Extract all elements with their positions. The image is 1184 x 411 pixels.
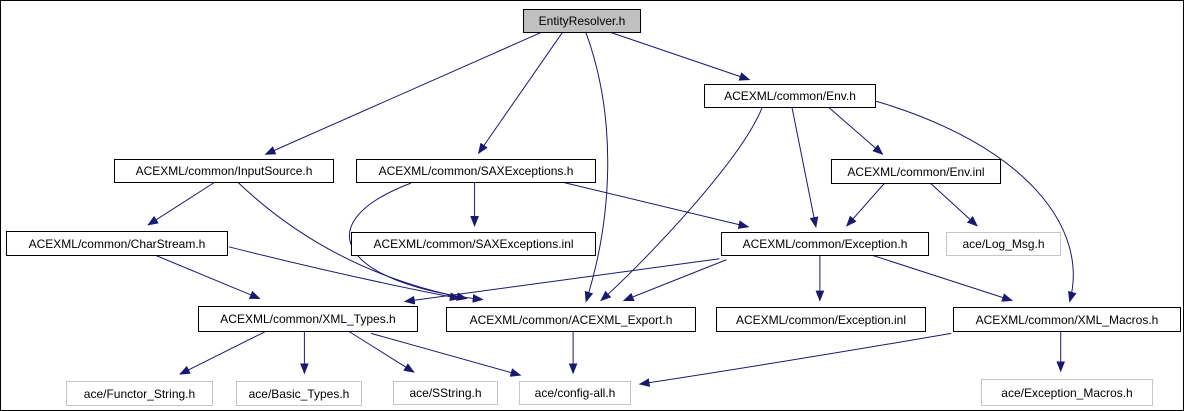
node-label: ACEXML/common/XML_Types.h — [220, 312, 396, 326]
node-Basic_Types.h[interactable]: ace/Basic_Types.h — [236, 381, 362, 406]
edge-Env.h-to-ACEXML_Export.h — [600, 107, 763, 302]
node-label: ace/config-all.h — [534, 386, 616, 400]
node-label: ace/Log_Msg.h — [962, 237, 1045, 251]
edge-Env.h-to-Exception.h — [791, 107, 819, 228]
edge-Env.inl-to-Exception.h — [846, 182, 885, 227]
node-label: ACEXML/common/SAXExceptions.inl — [373, 237, 574, 251]
node-label: ACEXML/common/SAXExceptions.h — [378, 164, 574, 178]
edge-CharStream.h-to-ACEXML_Export.h — [228, 246, 461, 301]
edge-EntityResolver.h-to-InputSource.h — [264, 32, 541, 155]
edge-Env.inl-to-Log_Msg.h — [930, 182, 978, 227]
node-label: ACEXML/common/CharStream.h — [28, 236, 206, 251]
node-label: ACEXML/common/XML_Macros.h — [975, 312, 1159, 327]
node-SAXExceptions.inl[interactable]: ACEXML/common/SAXExceptions.inl — [351, 232, 596, 256]
node-label: EntityResolver.h — [538, 14, 626, 28]
edge-XML_Types.h-to-config-all.h — [370, 332, 522, 377]
node-Env.h[interactable]: ACEXML/common/Env.h — [704, 84, 876, 108]
edge-Env.h-to-Env.inl — [828, 107, 884, 155]
node-label: ace/Functor_String.h — [83, 386, 196, 401]
edge-Exception.h-to-ACEXML_Export.h — [622, 259, 727, 301]
node-Exception_Macros.h[interactable]: ace/Exception_Macros.h — [981, 379, 1153, 406]
node-SString.h[interactable]: ace/SString.h — [393, 381, 498, 405]
edge-InputSource.h-to-CharStream.h — [147, 181, 216, 226]
node-label: ACEXML/common/Env.inl — [847, 164, 985, 179]
edge-XML_Types.h-to-Functor_String.h — [179, 329, 268, 375]
node-InputSource.h[interactable]: ACEXML/common/InputSource.h — [114, 159, 334, 183]
node-CharStream.h[interactable]: ACEXML/common/CharStream.h — [6, 231, 228, 256]
edge-EntityResolver.h-to-SAXExceptions.h — [477, 32, 563, 155]
node-label: ace/Exception_Macros.h — [1001, 385, 1133, 400]
node-label: ace/Basic_Types.h — [248, 386, 350, 401]
edge-Exception.h-to-XML_Macros.h — [870, 254, 1013, 302]
node-label: ACEXML/common/ACEXML_Export.h — [469, 312, 673, 327]
edge-CharStream.h-to-XML_Types.h — [153, 254, 261, 300]
node-EntityResolver.h[interactable]: EntityResolver.h — [523, 9, 641, 33]
edge-XML_Types.h-to-SString.h — [346, 329, 415, 373]
edge-InputSource.h-to-ACEXML_Export.h — [237, 181, 468, 301]
node-label: ace/SString.h — [409, 386, 482, 400]
node-Log_Msg.h[interactable]: ace/Log_Msg.h — [946, 232, 1061, 256]
edge-EntityResolver.h-to-Env.h — [611, 32, 751, 81]
edge-Exception.h-to-XML_Types.h — [403, 258, 720, 305]
node-label: ACEXML/common/Exception.h — [742, 237, 908, 251]
node-Exception.inl[interactable]: ACEXML/common/Exception.inl — [716, 307, 926, 332]
edge-Env.h-to-XML_Macros.h — [873, 100, 1077, 303]
edge-SAXExceptions.h-to-Exception.h — [562, 181, 750, 229]
node-SAXExceptions.h[interactable]: ACEXML/common/SAXExceptions.h — [356, 159, 596, 183]
node-label: ACEXML/common/Exception.inl — [735, 312, 907, 327]
node-config-all.h[interactable]: ace/config-all.h — [519, 381, 631, 405]
node-Functor_String.h[interactable]: ace/Functor_String.h — [66, 381, 213, 406]
edge-XML_Macros.h-to-config-all.h — [638, 332, 952, 387]
node-XML_Macros.h[interactable]: ACEXML/common/XML_Macros.h — [953, 307, 1181, 332]
node-Exception.h[interactable]: ACEXML/common/Exception.h — [721, 232, 929, 256]
node-ACEXML_Export.h[interactable]: ACEXML/common/ACEXML_Export.h — [446, 307, 696, 332]
edge-EntityResolver.h-to-ACEXML_Export.h — [584, 32, 609, 303]
node-XML_Types.h[interactable]: ACEXML/common/XML_Types.h — [198, 306, 418, 332]
node-label: ACEXML/common/InputSource.h — [135, 164, 313, 178]
node-Env.inl[interactable]: ACEXML/common/Env.inl — [831, 159, 1001, 184]
node-label: ACEXML/common/Env.h — [724, 89, 856, 103]
